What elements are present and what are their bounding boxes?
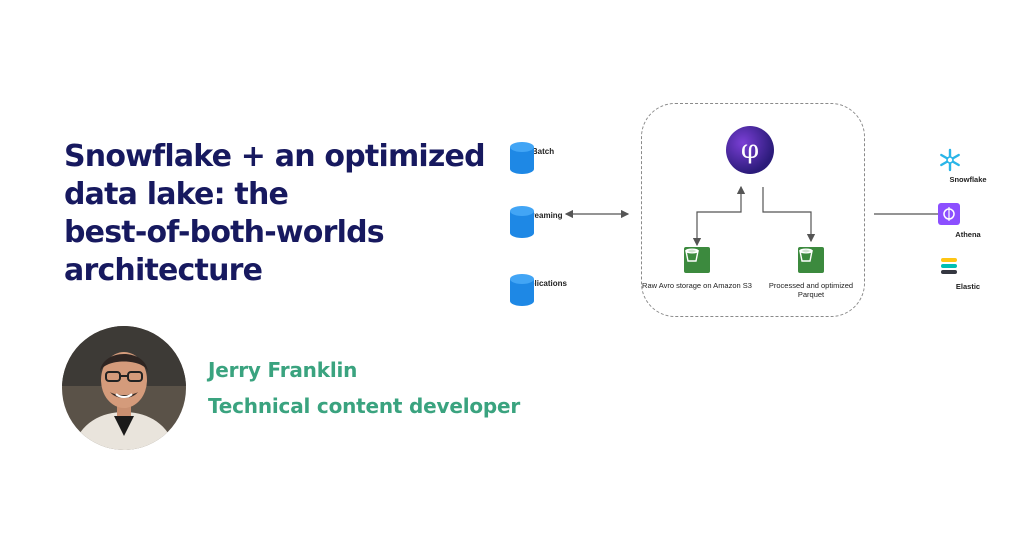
pipeline-boundary	[641, 103, 865, 317]
processed-storage-arrow	[762, 187, 816, 243]
architecture-diagram: Batch Streaming Applications φ Raw Avro …	[500, 95, 1020, 335]
diagram-connectors	[564, 185, 948, 247]
author-name: Jerry Franklin	[208, 358, 358, 382]
headline-line-1: Snowflake + an optimized	[64, 139, 486, 174]
headline-line-4: architecture	[64, 253, 263, 288]
author-avatar	[62, 326, 186, 450]
source-label: Streaming	[523, 211, 563, 220]
destination-athena: Athena	[938, 203, 998, 239]
destination-label: Snowflake	[949, 175, 987, 184]
upsolver-logo-icon: φ	[726, 126, 774, 174]
s3-bucket-icon	[684, 247, 710, 273]
elastic-icon	[941, 255, 980, 279]
source-applications: Applications	[508, 273, 578, 306]
database-cylinder-icon	[510, 142, 534, 174]
destination-label: Athena	[955, 230, 981, 239]
source-label: Applications	[518, 279, 567, 288]
headline-line-2: data lake: the	[64, 177, 289, 212]
destination-snowflake: Snowflake	[938, 148, 998, 184]
database-cylinder-icon	[510, 206, 534, 238]
destination-label: Elastic	[955, 282, 981, 291]
athena-icon	[938, 203, 980, 227]
raw-storage-up-arrow	[692, 185, 746, 247]
author-role: Technical content developer	[208, 394, 521, 418]
source-label: Batch	[531, 147, 555, 156]
raw-storage-label: Raw Avro storage on Amazon S3	[642, 281, 752, 290]
headline-line-3: best-of-both-worlds	[64, 215, 385, 250]
source-batch: Batch	[508, 141, 578, 174]
source-streaming: Streaming	[508, 205, 578, 238]
database-cylinder-icon	[510, 274, 534, 306]
processed-storage-label: Processed and optimized Parquet	[768, 281, 854, 299]
author-portrait-icon	[62, 326, 186, 450]
snowflake-icon	[940, 148, 980, 172]
destination-elastic: Elastic	[938, 255, 998, 291]
headline: Snowflake + an optimized data lake: the …	[64, 138, 504, 290]
s3-bucket-icon	[798, 247, 824, 273]
